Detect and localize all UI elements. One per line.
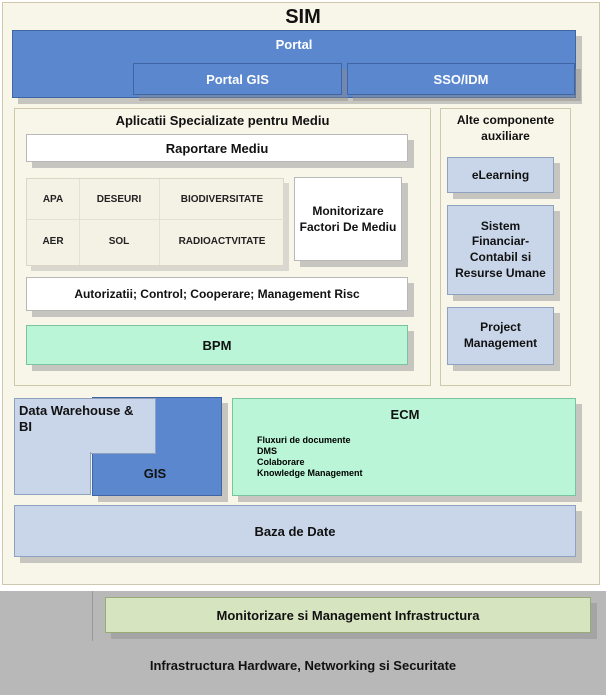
domain-grid: APA DESEURI BIODIVERSITATE AER SOL RADIO… — [26, 178, 285, 266]
ecm-item: Knowledge Management — [257, 468, 363, 478]
monitorizare-infrastructura-box: Monitorizare si Management Infrastructur… — [105, 597, 591, 633]
baza-de-date-box: Baza de Date — [14, 505, 576, 557]
ecm-item: Fluxuri de documente — [257, 435, 351, 445]
autorizatii-box: Autorizatii; Control; Cooperare; Managem… — [26, 277, 408, 311]
grid-cell-sol: SOL — [108, 235, 130, 247]
grid-divider-h — [27, 219, 285, 220]
portal-gis-box: Portal GIS — [133, 63, 342, 95]
grid-cell-deseuri: DESEURI — [96, 193, 142, 205]
ecm-title: ECM — [390, 406, 420, 422]
project-management-box: Project Management — [447, 307, 554, 365]
grid-divider-v1 — [79, 179, 80, 265]
grid-cell-radioactivitate: RADIOACTVITATE — [178, 235, 266, 247]
sistem-financiar-box: Sistem Financiar-Contabil si Resurse Uma… — [447, 205, 554, 295]
infrastructure-notch — [0, 591, 93, 641]
ecm-item: DMS — [257, 446, 277, 456]
portal-label: Portal — [275, 37, 313, 52]
ecm-item: Colaborare — [257, 457, 305, 467]
infrastructure-label: Infrastructura Hardware, Networking si S… — [149, 657, 457, 673]
grid-cell-biodiversitate: BIODIVERSITATE — [180, 193, 264, 205]
data-warehouse-block-lower — [14, 452, 91, 495]
raportare-mediu-box: Raportare Mediu — [26, 134, 408, 162]
alte-componente-title: Alte componente auxiliare — [456, 113, 555, 143]
grid-cell-aer: AER — [42, 235, 64, 247]
grid-divider-v2 — [159, 179, 160, 265]
elearning-box: eLearning — [447, 157, 554, 193]
sim-title: SIM — [285, 5, 321, 28]
sso-idm-box: SSO/IDM — [347, 63, 575, 95]
grid-cell-apa: APA — [42, 193, 64, 205]
ecm-box: ECM Fluxuri de documente DMS Colaborare … — [232, 398, 576, 496]
monitorizare-factori-box: Monitorizare Factori De Mediu — [294, 177, 402, 261]
aplicatii-title: Aplicatii Specializate pentru Mediu — [115, 112, 330, 128]
data-warehouse-label: Data Warehouse & BI — [19, 403, 134, 435]
bpm-box: BPM — [26, 325, 408, 365]
gis-label: GIS — [143, 465, 167, 481]
